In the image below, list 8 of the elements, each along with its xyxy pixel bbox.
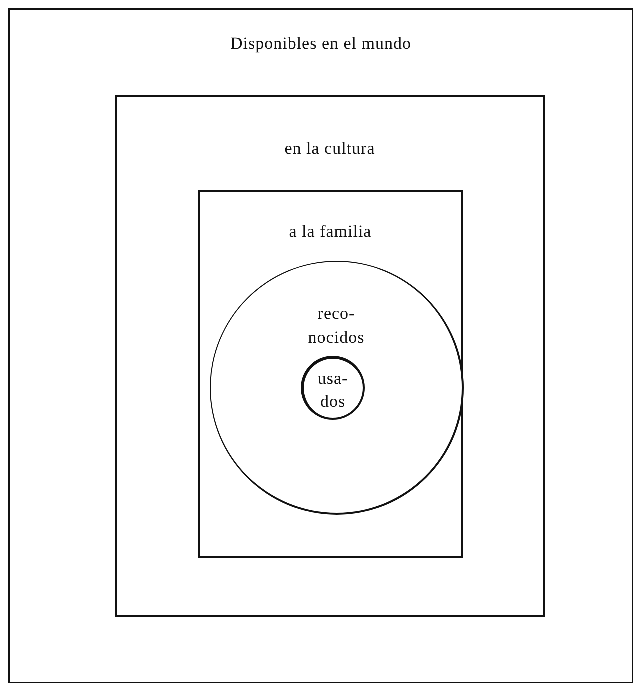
region-label: Disponibles en el mundo [229,33,412,55]
region-label: usa- dos [316,368,350,414]
region-label: reco- nocidos [307,303,366,349]
frame-box [8,8,633,683]
frame-box [115,95,545,617]
region-label: en la cultura [284,138,376,160]
region-label: a la familia [288,221,373,243]
frame-box [198,190,463,558]
